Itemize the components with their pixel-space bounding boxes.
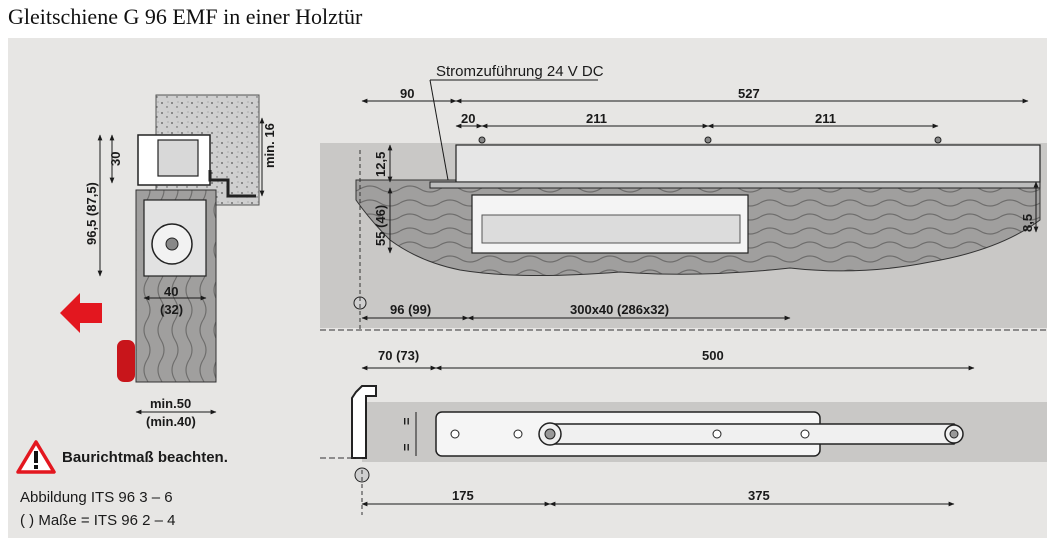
dim-32: (32) bbox=[160, 302, 183, 317]
warning-note: Baurichtmaß beachten. bbox=[16, 440, 228, 474]
dim-175: 175 bbox=[452, 488, 474, 503]
direction-arrow-icon bbox=[60, 293, 102, 333]
dim-min-16: min. 16 bbox=[262, 123, 277, 168]
dim-12-5: 12,5 bbox=[373, 152, 388, 177]
warning-triangle-icon bbox=[16, 440, 56, 474]
dim-40: 40 bbox=[164, 284, 178, 299]
rail-screw-1 bbox=[478, 136, 486, 144]
door-bolt bbox=[117, 340, 135, 382]
equal-mark-2: = bbox=[399, 443, 414, 451]
dim-96-99: 96 (99) bbox=[390, 302, 431, 317]
page-title: Gleitschiene G 96 EMF in einer Holztür bbox=[8, 4, 363, 29]
rail-cap bbox=[429, 181, 1041, 189]
dim-min-40: (min.40) bbox=[146, 414, 196, 429]
dim-90: 90 bbox=[400, 86, 414, 101]
dim-min-50: min.50 bbox=[150, 396, 191, 411]
slide-rail bbox=[455, 144, 1041, 183]
dim-70-73: 70 (73) bbox=[378, 348, 419, 363]
plate-hole-4 bbox=[800, 429, 810, 439]
dim-8-5: 8,5 bbox=[1020, 214, 1035, 232]
lever-arm bbox=[549, 423, 961, 445]
dim-211-b: 211 bbox=[815, 111, 836, 126]
note-line-1: Abbildung ITS 96 3 – 6 bbox=[20, 489, 173, 506]
plan-view bbox=[320, 365, 1047, 515]
pivot-marker bbox=[354, 467, 370, 483]
plate-hole-3 bbox=[712, 429, 722, 439]
dim-30: 30 bbox=[108, 152, 123, 166]
dim-500: 500 bbox=[702, 348, 724, 363]
plate-hole-1 bbox=[450, 429, 460, 439]
power-supply-label: Stromzuführung 24 V DC bbox=[436, 63, 604, 80]
front-section-view bbox=[320, 79, 1047, 331]
slider-block bbox=[157, 139, 199, 177]
dim-375: 375 bbox=[748, 488, 770, 503]
dim-211-a: 211 bbox=[586, 111, 607, 126]
arm-end-core bbox=[949, 429, 959, 439]
frame-profile bbox=[351, 385, 377, 459]
closer-unit-body bbox=[481, 214, 741, 244]
dim-527: 527 bbox=[738, 86, 760, 101]
dim-96-5: 96,5 (87,5) bbox=[84, 182, 99, 245]
warning-text: Baurichtmaß beachten. bbox=[62, 448, 228, 466]
equal-mark-1: = bbox=[399, 417, 414, 425]
arm-pivot-core bbox=[544, 428, 556, 440]
rail-screw-3 bbox=[934, 136, 942, 144]
dim-55: 55 (46) bbox=[373, 205, 388, 246]
rail-screw-2 bbox=[704, 136, 712, 144]
dim-300x40: 300x40 (286x32) bbox=[570, 302, 669, 317]
dim-20: 20 bbox=[461, 111, 475, 126]
side-section-view bbox=[60, 94, 265, 415]
closer-spindle-core bbox=[165, 237, 179, 251]
rail-bracket bbox=[208, 170, 256, 198]
plate-hole-2 bbox=[513, 429, 523, 439]
note-line-2: ( ) Maße = ITS 96 2 – 4 bbox=[20, 512, 176, 529]
